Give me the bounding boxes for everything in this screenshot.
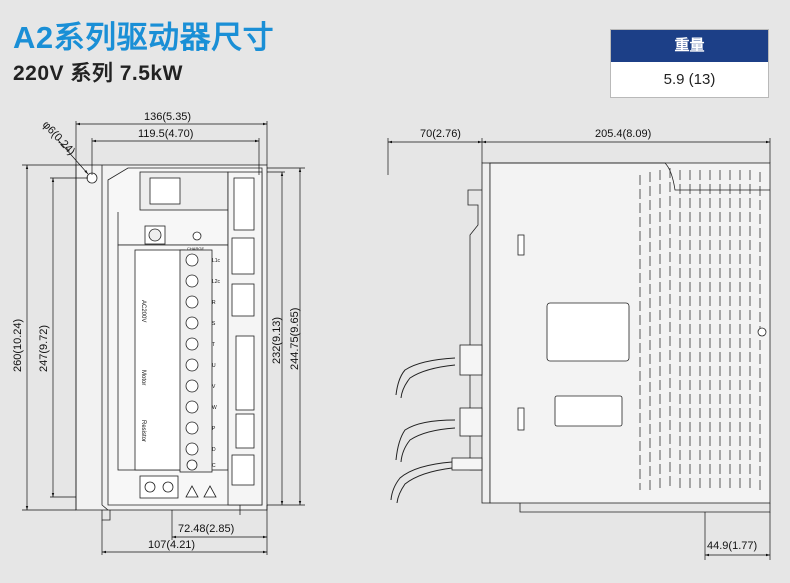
- dim-body-height: 232(9.13): [271, 317, 283, 364]
- dim-side-bottom: 44.9(1.77): [707, 540, 757, 552]
- group-label-resistor: Resistor: [140, 420, 146, 442]
- dim-base-width: 107(4.21): [148, 539, 195, 551]
- weight-table: 重量 5.9 (13): [610, 29, 769, 98]
- terminal-label-d: D: [212, 447, 216, 453]
- terminal-labels: L1c L2c R S T U V W P D C: [212, 258, 221, 469]
- weight-table-header: 重量: [611, 30, 768, 62]
- terminal-label-p: P: [212, 426, 216, 432]
- terminal-screws: [185, 253, 199, 471]
- terminal-label-r: R: [212, 300, 216, 306]
- terminal-label-v: V: [212, 384, 216, 390]
- page-title: A2系列驱动器尺寸: [13, 20, 275, 55]
- dim-mount-offset: 72.48(2.85): [178, 523, 234, 535]
- dim-hole-diameter: φ6(0.24): [40, 119, 77, 158]
- page-subtitle: 220V 系列 7.5kW: [13, 62, 183, 85]
- side-view-drawing: [390, 162, 771, 513]
- dim-overall-width: 136(5.35): [144, 111, 191, 123]
- dim-side-depth: 205.4(8.09): [595, 128, 651, 140]
- dim-side-left: 70(2.76): [420, 128, 461, 140]
- group-label-motor: Motor: [140, 370, 146, 385]
- terminal-label-u: U: [212, 363, 216, 369]
- front-view-drawing: [75, 164, 268, 521]
- dim-hole-height: 247(9.72): [38, 325, 50, 372]
- dim-inner-height: 244.75(9.65): [289, 308, 301, 370]
- weight-table-value: 5.9 (13): [663, 71, 716, 88]
- dim-hole-spacing: 119.5(4.70): [138, 128, 193, 140]
- terminal-label-l1c: L1c: [212, 258, 221, 264]
- terminal-label-l2c: L2c: [212, 279, 221, 285]
- terminal-label-t: T: [212, 342, 215, 348]
- charge-label: CHARGE: [187, 246, 204, 251]
- front-dimension-lines: [22, 121, 305, 555]
- terminal-label-s: S: [212, 321, 216, 327]
- terminal-label-c: C: [212, 463, 216, 469]
- group-label-ac200v: AC200V: [140, 300, 146, 322]
- terminal-label-w: W: [212, 405, 217, 411]
- side-dimension-lines: [387, 138, 771, 560]
- dim-overall-height: 260(10.24): [12, 319, 24, 372]
